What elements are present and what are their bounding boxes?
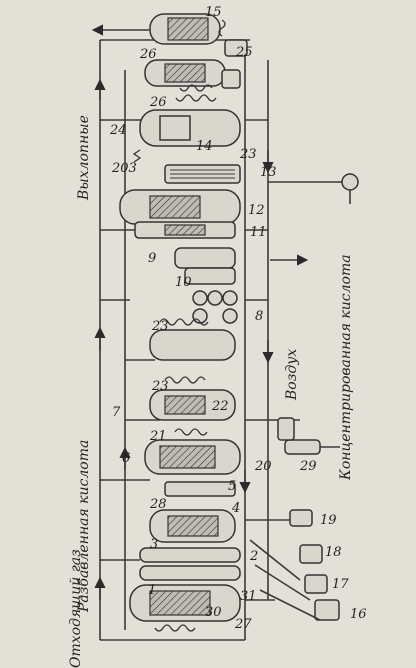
label-dilute-acid: Разбавленная кислота: [76, 440, 92, 613]
absorber-27: [144, 59, 226, 92]
pumps-8: [192, 290, 238, 324]
column-14: [132, 109, 241, 163]
tower-1: [129, 584, 241, 632]
heater-11: [134, 221, 236, 239]
num-30: 29: [299, 459, 317, 474]
num-6: 6: [122, 451, 130, 466]
cooler-21-top: [175, 69, 241, 102]
num-20: 20: [254, 459, 272, 474]
num-31: 30: [205, 605, 222, 620]
label-exhaust-gas: Отходящий газ: [68, 549, 84, 668]
num-27a: 26: [139, 47, 157, 62]
tower-23-lower: [149, 376, 236, 421]
process-piping: [91, 24, 309, 641]
num-8: 8: [255, 309, 263, 324]
tower-4: [149, 509, 236, 543]
num-2: 2: [249, 549, 258, 564]
num-32: 31: [240, 589, 257, 604]
heat-exchanger-13: [164, 164, 241, 184]
num-10: 10: [175, 275, 192, 290]
num-13: 13: [260, 165, 277, 180]
num-16: 16: [350, 607, 367, 622]
num-21: 21: [149, 429, 167, 444]
num-12: 12: [248, 203, 265, 218]
cooler-30: [277, 417, 340, 455]
label-exhaust: Выхлопные: [76, 115, 92, 201]
num-7: 7: [112, 405, 121, 420]
tower-6: [144, 428, 241, 475]
num-17: 17: [332, 577, 349, 592]
num-1: 1: [148, 583, 156, 598]
num-23b: 23: [151, 379, 169, 394]
num-23a: 23: [151, 319, 169, 334]
num-15: 15: [205, 5, 222, 20]
num-28: 27: [234, 617, 252, 632]
num-19: 19: [320, 513, 337, 528]
num-22: 22: [211, 399, 229, 414]
num-11: 11: [250, 225, 267, 240]
pumps-16-19: [249, 509, 340, 621]
num-9: 9: [148, 251, 156, 266]
num-18: 18: [325, 545, 342, 560]
num-5: 5: [228, 479, 236, 494]
num-3: 3: [150, 537, 158, 552]
num-14: 14: [196, 139, 213, 154]
vessel-10: [174, 247, 236, 285]
tower-3: [139, 547, 241, 581]
num-203: 203: [111, 161, 137, 176]
tower-23-upper: [149, 318, 236, 361]
num-4: 4: [231, 501, 240, 516]
equipment-numbers: 15 25 26 26 24 14 23 203 13 12 11 9 10 8…: [109, 5, 367, 632]
cooler-26: [224, 39, 248, 57]
absorber-15: [149, 13, 226, 45]
num-24: 23: [239, 147, 257, 162]
num-26: 25: [235, 45, 253, 60]
cooler-5: [164, 481, 236, 497]
num-29: 28: [149, 497, 167, 512]
num-25: 24: [109, 123, 127, 138]
label-concentrated-acid: Концентрированная кислота: [338, 254, 354, 481]
blower-13: [268, 173, 359, 204]
num-27b: 26: [149, 95, 167, 110]
label-air: Воздух: [284, 349, 300, 401]
column-12: [119, 189, 241, 225]
